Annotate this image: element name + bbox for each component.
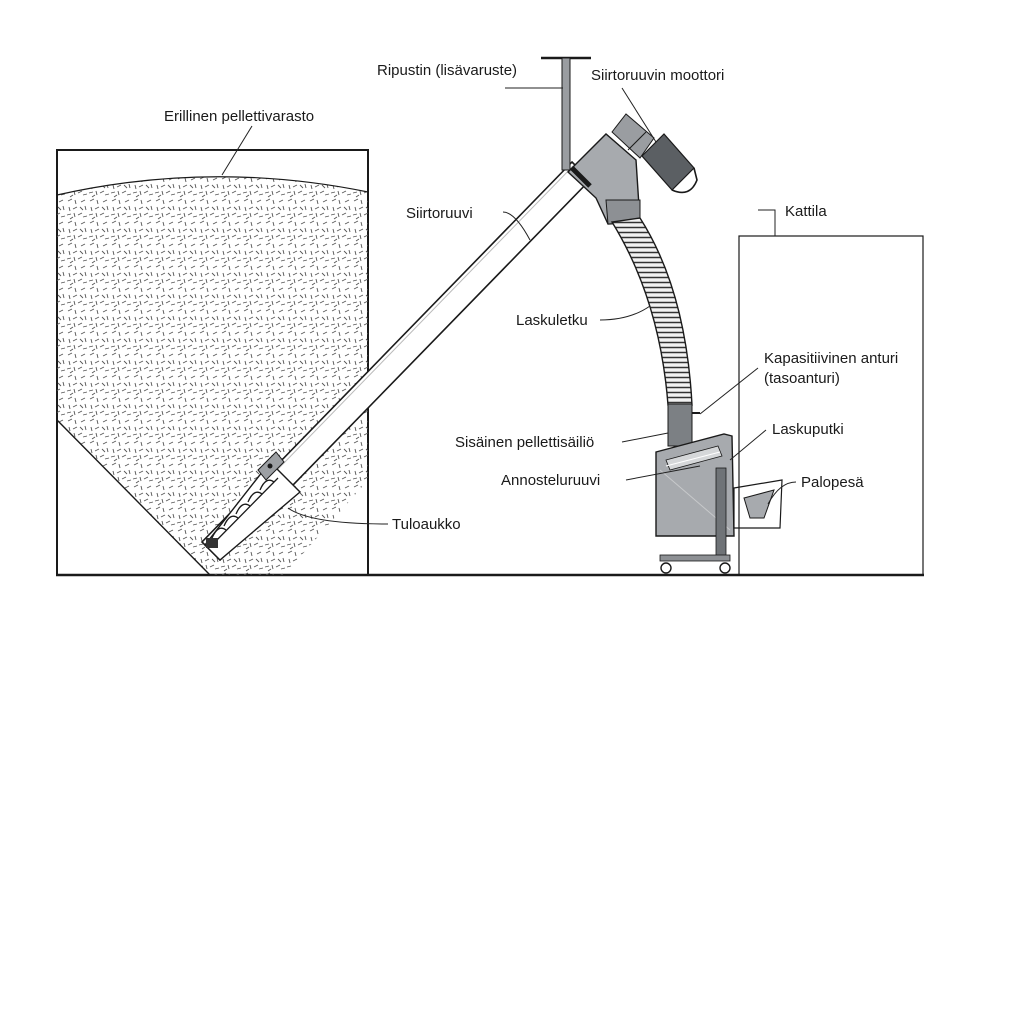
auger-motor xyxy=(611,113,698,194)
label-kattila: Kattila xyxy=(785,203,827,220)
label-ripustin: Ripustin (lisävaruste) xyxy=(377,62,517,79)
label-sailio: Sisäinen pellettisäiliö xyxy=(455,434,594,451)
burner-unit xyxy=(655,403,783,574)
label-anturi-1: Kapasitiivinen anturi xyxy=(764,350,898,367)
wheel-right xyxy=(719,562,731,574)
label-anturi-2: (tasoanturi) xyxy=(764,370,840,387)
down-hose xyxy=(610,217,693,406)
label-laskuputki: Laskuputki xyxy=(772,421,844,438)
label-varasto: Erillinen pellettivarasto xyxy=(164,108,314,125)
pellet-fill xyxy=(57,176,368,575)
hanger xyxy=(541,56,591,171)
label-siirtoruuvi: Siirtoruuvi xyxy=(406,205,473,222)
auger-head xyxy=(566,133,641,225)
label-tuloaukko: Tuloaukko xyxy=(392,516,461,533)
pellet-storage xyxy=(56,149,369,576)
label-laskuletku: Laskuletku xyxy=(516,312,588,329)
label-palopesa: Palopesä xyxy=(801,474,864,491)
leader-lines xyxy=(221,87,797,525)
label-moottori: Siirtoruuvin moottori xyxy=(591,67,724,84)
wheel-left xyxy=(660,562,672,574)
label-annosteluruuvi: Annosteluruuvi xyxy=(501,472,600,489)
boiler xyxy=(738,235,924,576)
